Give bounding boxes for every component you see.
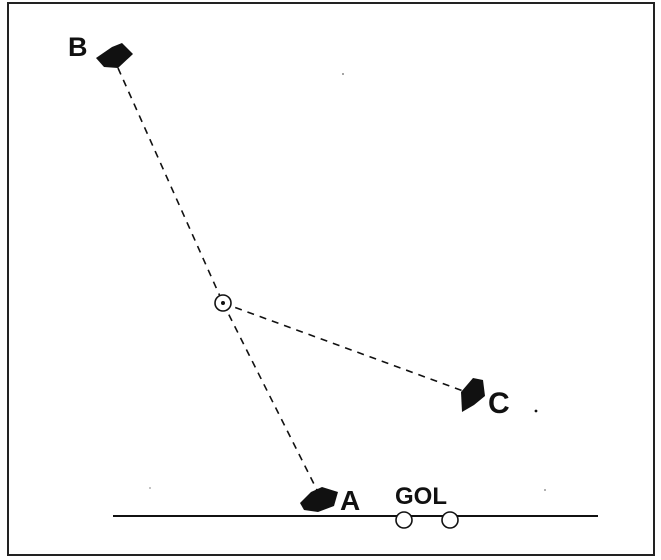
goal-post-left — [395, 511, 413, 529]
pass-line-ball-to-a — [222, 302, 319, 493]
pass-line-ball-to-c — [222, 302, 467, 393]
player-a: A — [300, 485, 360, 516]
player-b-icon — [96, 43, 133, 68]
goal: GOL — [395, 483, 459, 529]
speck — [149, 487, 151, 489]
pass-line-b-to-ball — [117, 67, 224, 304]
goal-post-right — [441, 511, 459, 529]
stray-dot — [534, 409, 538, 413]
player-c-icon — [461, 378, 485, 412]
player-a-icon — [300, 487, 338, 512]
diagram-border — [7, 2, 655, 556]
player-c-label: C — [488, 387, 510, 420]
goal-label: GOL — [395, 483, 447, 510]
ball-icon — [214, 294, 232, 312]
speck — [544, 489, 546, 491]
player-b-label: B — [68, 32, 88, 62]
player-b: B — [68, 32, 133, 68]
speck — [342, 73, 344, 75]
player-a-label: A — [340, 485, 360, 516]
player-c: C — [461, 378, 538, 420]
